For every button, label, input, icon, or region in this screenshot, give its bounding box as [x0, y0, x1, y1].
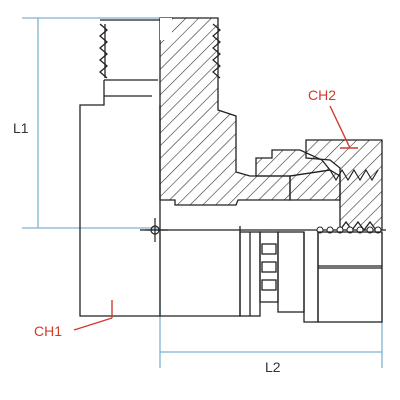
body-cross-section: [159, 17, 291, 206]
l1-dimension: [22, 17, 160, 229]
stud-thread-right: [212, 23, 221, 79]
l2-dimension: [159, 232, 383, 368]
swivel-body: [239, 231, 305, 317]
l2-label: L2: [265, 359, 281, 375]
nut-thread-zigzag: [329, 168, 379, 182]
center-mark: [145, 218, 168, 242]
threaded-stud: [99, 19, 160, 97]
ch1-label: CH1: [34, 323, 62, 339]
ch2-label: CH2: [308, 87, 336, 103]
ch2-leader: [329, 105, 351, 149]
nut-body: [303, 231, 383, 323]
l1-label: L1: [13, 120, 29, 136]
ch1-leader: [73, 317, 113, 331]
hatch-bore: [160, 18, 172, 40]
